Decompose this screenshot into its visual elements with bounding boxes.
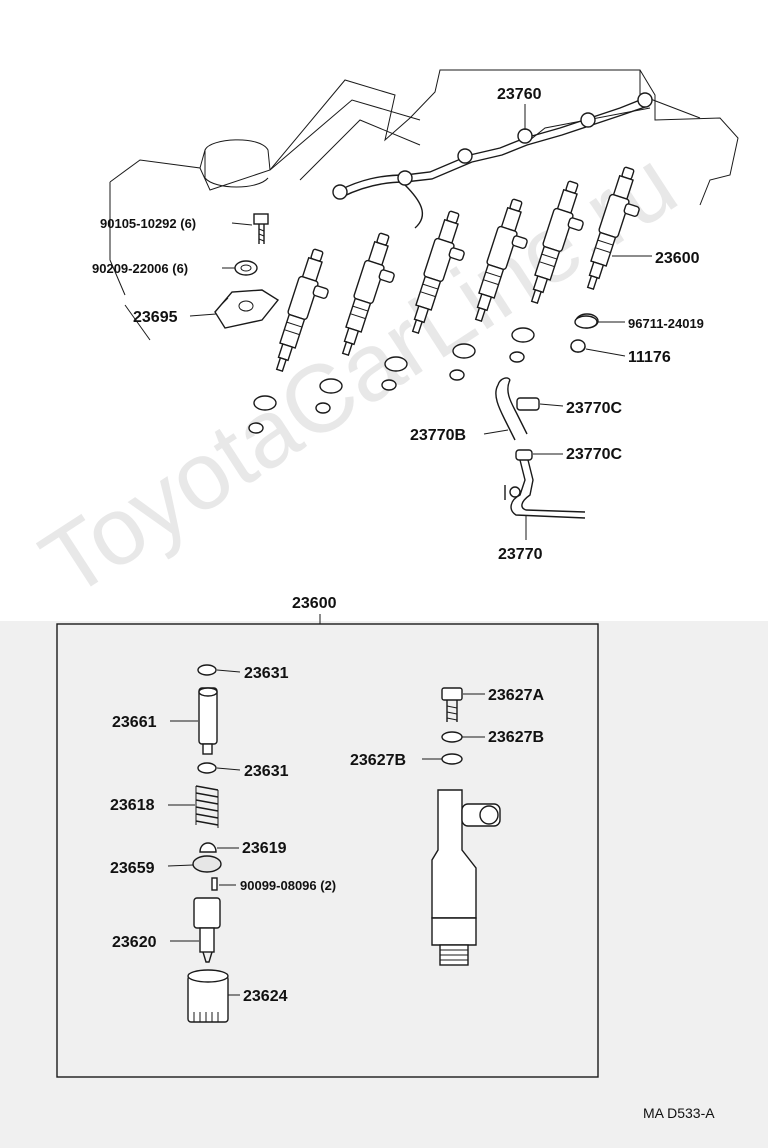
label-90099: 90099-08096 (2) bbox=[240, 878, 336, 893]
label-23620: 23620 bbox=[112, 934, 157, 951]
nozzle-holder-body bbox=[431, 687, 501, 966]
label-90105: 90105-10292 (6) bbox=[100, 216, 196, 231]
shim-23631-upper bbox=[197, 664, 217, 676]
label-23618: 23618 bbox=[110, 797, 155, 814]
injection-pipe-23760 bbox=[332, 92, 653, 229]
nozzle-nut-23624 bbox=[187, 969, 229, 1023]
clip-23770c-lower bbox=[515, 449, 533, 461]
label-23624: 23624 bbox=[243, 988, 288, 1005]
engine-head-outline bbox=[109, 69, 739, 341]
left-component-stack bbox=[187, 664, 229, 1023]
clip-23770c-upper bbox=[516, 397, 540, 411]
diagram-code: MA D533-A bbox=[643, 1105, 715, 1121]
label-23770b: 23770B bbox=[410, 427, 466, 444]
label-23600-upper: 23600 bbox=[655, 250, 700, 267]
detail-box-frame bbox=[56, 623, 599, 1078]
washer-90209 bbox=[234, 260, 258, 276]
leakage-pipe-23770 bbox=[495, 377, 586, 519]
injector-row bbox=[275, 166, 640, 373]
label-23631-lower: 23631 bbox=[244, 763, 289, 780]
label-23770c-upper: 23770C bbox=[566, 400, 622, 417]
label-23659: 23659 bbox=[110, 860, 155, 877]
pipe-fitting-1 bbox=[332, 184, 348, 200]
label-96711: 96711-24019 bbox=[628, 316, 704, 331]
label-23770c-lower: 23770C bbox=[566, 446, 622, 463]
pipe-fitting-5 bbox=[580, 112, 596, 128]
label-23600-detail: 23600 bbox=[292, 595, 337, 612]
label-23770: 23770 bbox=[498, 546, 543, 563]
injector-3 bbox=[411, 210, 465, 335]
gasket-96711 bbox=[574, 315, 598, 329]
injector-6 bbox=[586, 166, 640, 291]
seat-23619 bbox=[199, 842, 217, 853]
distance-piece-23659 bbox=[192, 855, 222, 873]
injector-1 bbox=[275, 248, 329, 373]
gasket-23627b-upper bbox=[441, 731, 463, 743]
label-23695: 23695 bbox=[133, 309, 178, 326]
label-23631-upper: 23631 bbox=[244, 665, 289, 682]
label-90209: 90209-22006 (6) bbox=[92, 261, 188, 276]
gasket-23627b-lower bbox=[441, 753, 463, 765]
pipe-fitting-3 bbox=[457, 148, 473, 164]
label-23619: 23619 bbox=[242, 840, 287, 857]
nozzle-clamp-23695 bbox=[214, 289, 280, 329]
shim-23631-lower bbox=[197, 762, 217, 774]
injector-detail-panel-background bbox=[0, 621, 768, 1148]
injector-4 bbox=[474, 198, 528, 323]
spring-23618 bbox=[195, 785, 219, 828]
label-23661: 23661 bbox=[112, 714, 157, 731]
pin-90099 bbox=[211, 877, 218, 891]
pipe-fitting-2 bbox=[397, 170, 413, 186]
pipe-fitting-6 bbox=[637, 92, 653, 108]
nut-11176 bbox=[570, 339, 586, 353]
label-23627b-lower: 23627B bbox=[350, 752, 406, 769]
label-11176: 11176 bbox=[628, 349, 671, 366]
label-23627b-upper: 23627B bbox=[488, 729, 544, 746]
clamp-bolt-90105 bbox=[253, 213, 269, 244]
label-23760: 23760 bbox=[497, 86, 542, 103]
pipe-fitting-4 bbox=[517, 128, 533, 144]
label-23627a: 23627A bbox=[488, 687, 544, 704]
injector-2 bbox=[341, 232, 395, 357]
watermark-text: ToyotaCarLine.ru bbox=[23, 130, 694, 618]
eye-bolt-23627a bbox=[441, 687, 463, 722]
injector-5 bbox=[530, 180, 584, 305]
nozzle-23620 bbox=[193, 897, 221, 963]
